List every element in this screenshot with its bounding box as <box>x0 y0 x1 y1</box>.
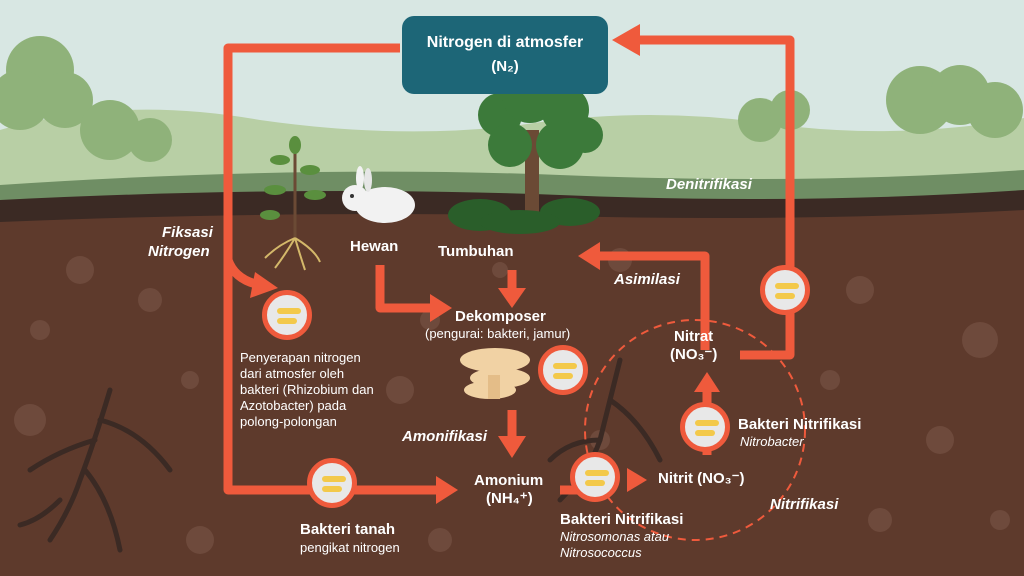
atmospheric-nitrogen-box: Nitrogen di atmosfer (N₂) <box>402 16 608 94</box>
rabbit-icon <box>342 166 415 223</box>
bacteria-icon <box>307 458 357 508</box>
hewan-label: Hewan <box>350 238 399 255</box>
nitrit-label: Nitrit (NO₃⁻) <box>658 470 745 487</box>
mushroom-icon <box>460 348 530 399</box>
penyerapan-line-1: Penyerapan nitrogen <box>240 350 361 365</box>
dekomposer-label: Dekomposer <box>455 308 546 325</box>
nitrification-cycle-circle <box>584 319 806 541</box>
bacteria-icon <box>262 290 312 340</box>
pengikat-label: pengikat nitrogen <box>300 540 400 555</box>
penyerapan-line-3: bakteri (Rhizobium dan <box>240 382 374 397</box>
denitrifikasi-label: Denitrifikasi <box>666 176 752 193</box>
bush-left <box>0 36 172 162</box>
bacteria-icon <box>760 265 810 315</box>
bush-right <box>738 65 1023 142</box>
amonifikasi-label: Amonifikasi <box>402 428 488 445</box>
nitrat-formula: (NO₃⁻) <box>670 346 718 363</box>
amonium-label: Amonium <box>474 472 544 489</box>
bakteri-nitrifikasi-label-2: Bakteri Nitrifikasi <box>560 511 684 528</box>
bacteria-icon <box>538 345 588 395</box>
tumbuhan-label: Tumbuhan <box>438 243 514 260</box>
bacteria-icon <box>680 402 730 452</box>
bacteria-icon <box>570 452 620 502</box>
nitrifikasi-label: Nitrifikasi <box>770 496 839 513</box>
arrow-heads <box>250 24 720 504</box>
nitrobacter-label: Nitrobacter <box>740 434 804 449</box>
penyerapan-line-4: Azotobacter) pada <box>240 398 347 413</box>
nitrat-label: Nitrat <box>674 328 714 345</box>
box-title: Nitrogen di atmosfer <box>426 34 584 51</box>
amonium-formula: (NH₄⁺) <box>486 490 533 507</box>
nitrosococcus-label: Nitrosococcus <box>560 545 642 560</box>
asimilasi-label: Asimilasi <box>614 271 680 288</box>
penyerapan-line-5: polong-polongan <box>240 414 337 429</box>
nitrosomonas-label: Nitrosomonas atau <box>560 529 670 544</box>
pengurai-label: (pengurai: bakteri, jamur) <box>425 326 571 341</box>
bakteri-nitrifikasi-label-1: Bakteri Nitrifikasi <box>738 416 862 433</box>
fiksasi-label-1: Fiksasi <box>162 224 213 241</box>
sapling-icon <box>260 136 326 271</box>
box-formula: (N₂) <box>491 58 519 75</box>
root-icon <box>17 387 173 553</box>
bakteri-tanah-label: Bakteri tanah <box>300 521 396 538</box>
fiksasi-label-2: Nitrogen <box>148 243 210 260</box>
penyerapan-line-2: dari atmosfer oleh <box>240 366 345 381</box>
